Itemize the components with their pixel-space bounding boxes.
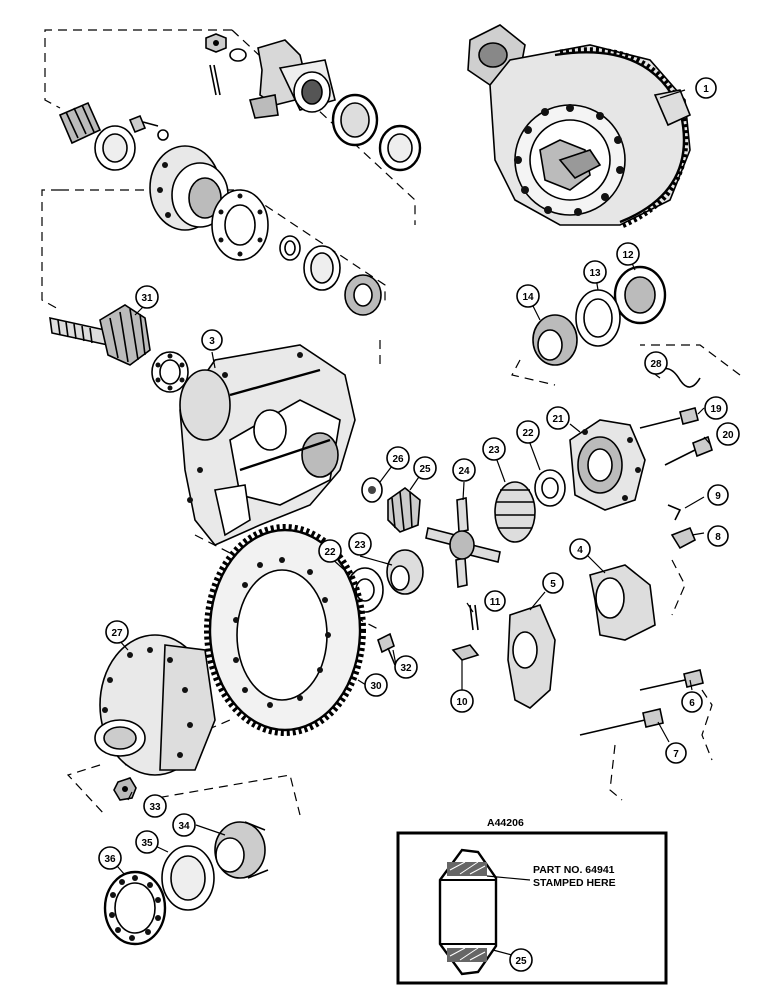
svg-text:10: 10: [456, 697, 468, 708]
callout-9: 9: [707, 484, 729, 506]
callout-35: 35: [135, 830, 159, 854]
differential-case-half: [569, 419, 646, 511]
callout-22-lower: 22: [318, 539, 342, 563]
svg-text:34: 34: [178, 821, 190, 832]
svg-text:30: 30: [370, 681, 382, 692]
callout-31: 31: [135, 285, 159, 309]
callout-12: 12: [616, 242, 640, 266]
inset-callout-25: 25: [509, 948, 533, 972]
svg-text:8: 8: [715, 532, 721, 543]
spider-cross: [425, 497, 501, 588]
callout-22-upper: 22: [516, 420, 540, 444]
callout-14: 14: [516, 284, 540, 308]
ring-gear-drawing: [204, 524, 366, 736]
callout-7: 7: [665, 742, 687, 764]
callout-36: 36: [98, 846, 122, 870]
svg-text:9: 9: [715, 491, 721, 502]
svg-text:28: 28: [650, 359, 662, 370]
callout-33: 33: [143, 794, 167, 818]
inset-ref-code: A44206: [487, 817, 524, 829]
callout-5: 5: [542, 572, 564, 594]
svg-text:11: 11: [490, 597, 501, 608]
svg-text:1: 1: [703, 84, 709, 95]
svg-text:22: 22: [324, 547, 336, 558]
svg-text:12: 12: [622, 250, 634, 261]
inset-note-line1: PART NO. 64941: [533, 864, 615, 876]
callout-23-lower: 23: [348, 532, 372, 556]
svg-text:21: 21: [552, 414, 564, 425]
callout-27: 27: [105, 620, 129, 644]
ring-gear-bolt: [377, 632, 396, 666]
callout-24: 24: [452, 458, 476, 482]
case-bearing-group: [103, 777, 269, 946]
pinion-and-washer: [361, 477, 421, 533]
svg-text:4: 4: [577, 545, 583, 556]
svg-text:36: 36: [104, 854, 116, 865]
callout-8: 8: [707, 525, 729, 547]
svg-text:25: 25: [419, 464, 431, 475]
svg-text:5: 5: [550, 579, 556, 590]
callout-28: 28: [644, 351, 668, 375]
svg-text:26: 26: [392, 454, 404, 465]
callout-30: 30: [364, 673, 388, 697]
callout-25: 25: [413, 456, 437, 480]
callout-6: 6: [681, 691, 703, 713]
svg-text:22: 22: [522, 428, 534, 439]
callout-21: 21: [546, 406, 570, 430]
callout-20: 20: [716, 422, 740, 446]
side-gears: [386, 481, 536, 595]
svg-text:35: 35: [141, 838, 153, 849]
callout-26: 26: [386, 446, 410, 470]
callout-3: 3: [201, 329, 223, 351]
svg-text:14: 14: [522, 292, 534, 303]
callout-1: 1: [695, 77, 717, 99]
inset-note-line2: STAMPED HERE: [533, 877, 616, 889]
svg-text:24: 24: [458, 466, 470, 477]
svg-text:27: 27: [111, 628, 123, 639]
assembled-differential-drawing: [467, 24, 692, 229]
inset-detail: A44206 PART NO. 64941 STAMPED HERE 25: [396, 817, 668, 985]
side-bearing-group: [532, 265, 667, 366]
svg-text:13: 13: [589, 268, 601, 279]
svg-text:23: 23: [488, 445, 500, 456]
differential-case-flange: [94, 634, 216, 776]
pinion-gear-group: [49, 304, 189, 393]
carrier-housing-drawing: [179, 344, 356, 546]
callout-32: 32: [394, 655, 418, 679]
svg-text:3: 3: [209, 336, 215, 347]
svg-text:20: 20: [722, 430, 734, 441]
callout-23-upper: 23: [482, 437, 506, 461]
svg-text:23: 23: [354, 540, 366, 551]
bolts-group: [639, 367, 713, 466]
callout-10: 10: [450, 689, 474, 713]
svg-text:32: 32: [400, 663, 412, 674]
svg-text:6: 6: [689, 698, 695, 709]
svg-text:33: 33: [149, 802, 161, 813]
gear-section-drawing: [438, 848, 498, 976]
callout-13: 13: [583, 260, 607, 284]
yoke-and-seal-group: [205, 33, 422, 172]
callout-19: 19: [704, 396, 728, 420]
svg-text:25: 25: [515, 956, 527, 967]
pinion-retainer-group: [58, 101, 382, 316]
callout-4: 4: [569, 538, 591, 560]
callout-11: 11: [484, 590, 506, 612]
callout-34: 34: [172, 813, 196, 837]
svg-text:31: 31: [141, 293, 153, 304]
svg-text:7: 7: [673, 749, 679, 760]
svg-text:19: 19: [710, 404, 722, 415]
